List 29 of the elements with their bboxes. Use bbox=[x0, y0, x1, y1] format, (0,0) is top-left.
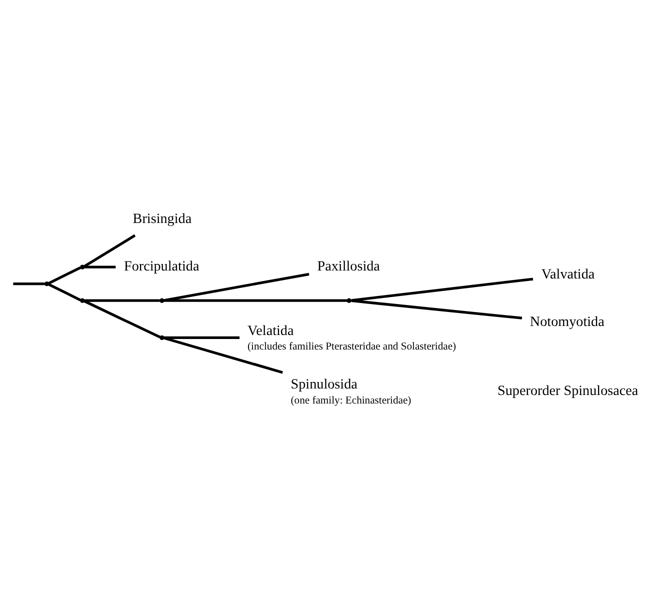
connector bbox=[13, 282, 45, 286]
node-point bbox=[160, 298, 164, 303]
connector bbox=[164, 336, 283, 374]
node-text: Forcipulatida bbox=[124, 258, 200, 274]
connector bbox=[351, 299, 522, 320]
node-label: (one family: Echinasteridae) bbox=[290, 396, 412, 406]
label: Superorder Spinulosacea bbox=[498, 382, 638, 399]
node-text: Velatida bbox=[248, 322, 294, 339]
connector bbox=[84, 300, 160, 338]
node-point bbox=[160, 335, 164, 340]
node-point bbox=[44, 282, 50, 286]
node-text: Brisingida bbox=[132, 210, 192, 227]
connector bbox=[164, 272, 310, 302]
connector bbox=[84, 266, 116, 268]
node-label: (includes families Pterasteridae and Solasteridae) bbox=[248, 342, 456, 353]
connector bbox=[84, 234, 136, 268]
connector bbox=[164, 336, 240, 339]
node-text: Valvatida bbox=[541, 266, 595, 282]
node-point bbox=[80, 264, 85, 270]
connector bbox=[84, 299, 160, 302]
connector bbox=[48, 266, 81, 284]
connector bbox=[164, 299, 348, 302]
node-text: Notomyotida bbox=[530, 314, 604, 330]
connector bbox=[351, 278, 534, 302]
node-point bbox=[80, 298, 85, 303]
node-text: Spinulosida bbox=[290, 376, 358, 393]
node-point bbox=[346, 298, 352, 303]
node-text: Paxillosida bbox=[317, 258, 380, 274]
connector bbox=[48, 283, 81, 302]
